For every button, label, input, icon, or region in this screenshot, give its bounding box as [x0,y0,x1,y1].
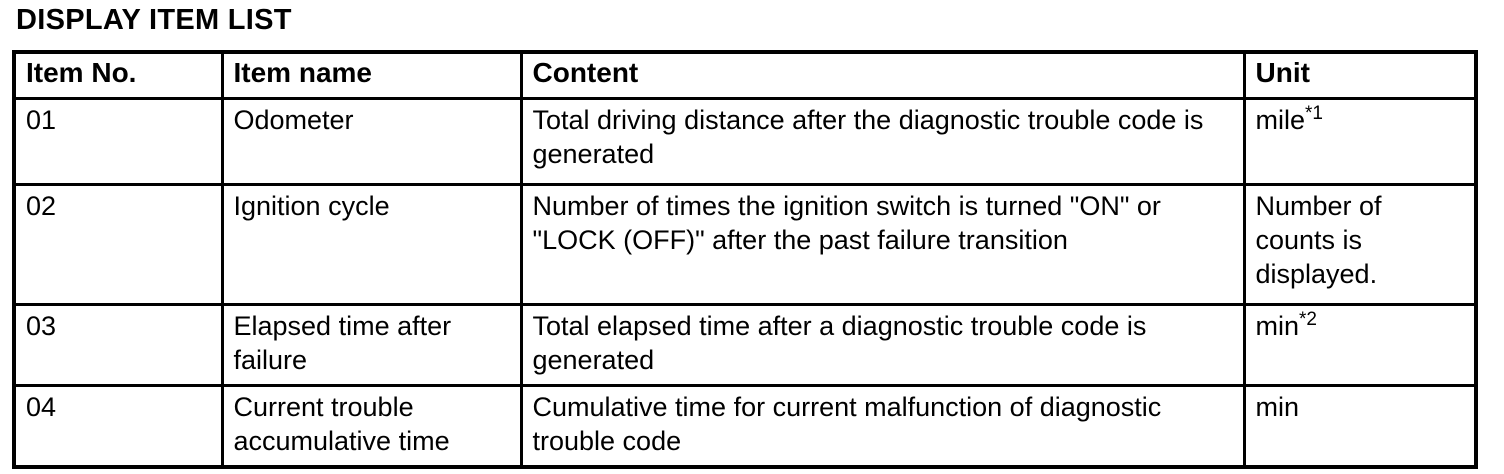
table-row: 03 Elapsed time after failure Total elap… [12,302,1478,387]
cell-item-no: 03 [12,302,224,387]
column-header-content: Content [519,50,1246,100]
column-header-item-name: Item name [220,50,523,100]
cell-item-no: 04 [12,383,224,469]
column-header-unit: Unit [1242,50,1478,100]
unit-footnote-marker: *1 [1305,102,1323,124]
cell-content: Total driving distance after the diagnos… [519,96,1246,186]
cell-item-name: Ignition cycle [220,182,523,306]
cell-item-name: Current trouble accumulative time [220,383,523,469]
table-row: 01 Odometer Total driving distance after… [12,96,1478,186]
cell-unit: mile*1 [1242,96,1478,186]
unit-value: Number of counts is displayed. [1255,190,1382,289]
unit-value: min [1255,391,1300,422]
cell-item-name: Odometer [220,96,523,186]
display-item-table: Item No. Item name Content Unit 01 Odome… [12,50,1478,469]
table-row: 04 Current trouble accumulative time Cum… [12,383,1478,469]
cell-unit: min*2 [1242,302,1478,387]
cell-content: Number of times the ignition switch is t… [519,182,1246,306]
cell-content: Total elapsed time after a diagnostic tr… [519,302,1246,387]
table-header-row: Item No. Item name Content Unit [12,50,1478,100]
column-header-item-no: Item No. [12,50,224,100]
cell-content: Cumulative time for current malfunction … [519,383,1246,469]
cell-item-no: 01 [12,96,224,186]
cell-unit: min [1242,383,1478,469]
cell-item-name: Elapsed time after failure [220,302,523,387]
unit-footnote-marker: *2 [1299,308,1317,330]
cell-unit: Number of counts is displayed. [1242,182,1478,306]
cell-item-no: 02 [12,182,224,306]
page-title: DISPLAY ITEM LIST [16,4,292,36]
unit-value: mile [1255,104,1306,135]
unit-value: min [1255,310,1300,341]
table-row: 02 Ignition cycle Number of times the ig… [12,182,1478,306]
